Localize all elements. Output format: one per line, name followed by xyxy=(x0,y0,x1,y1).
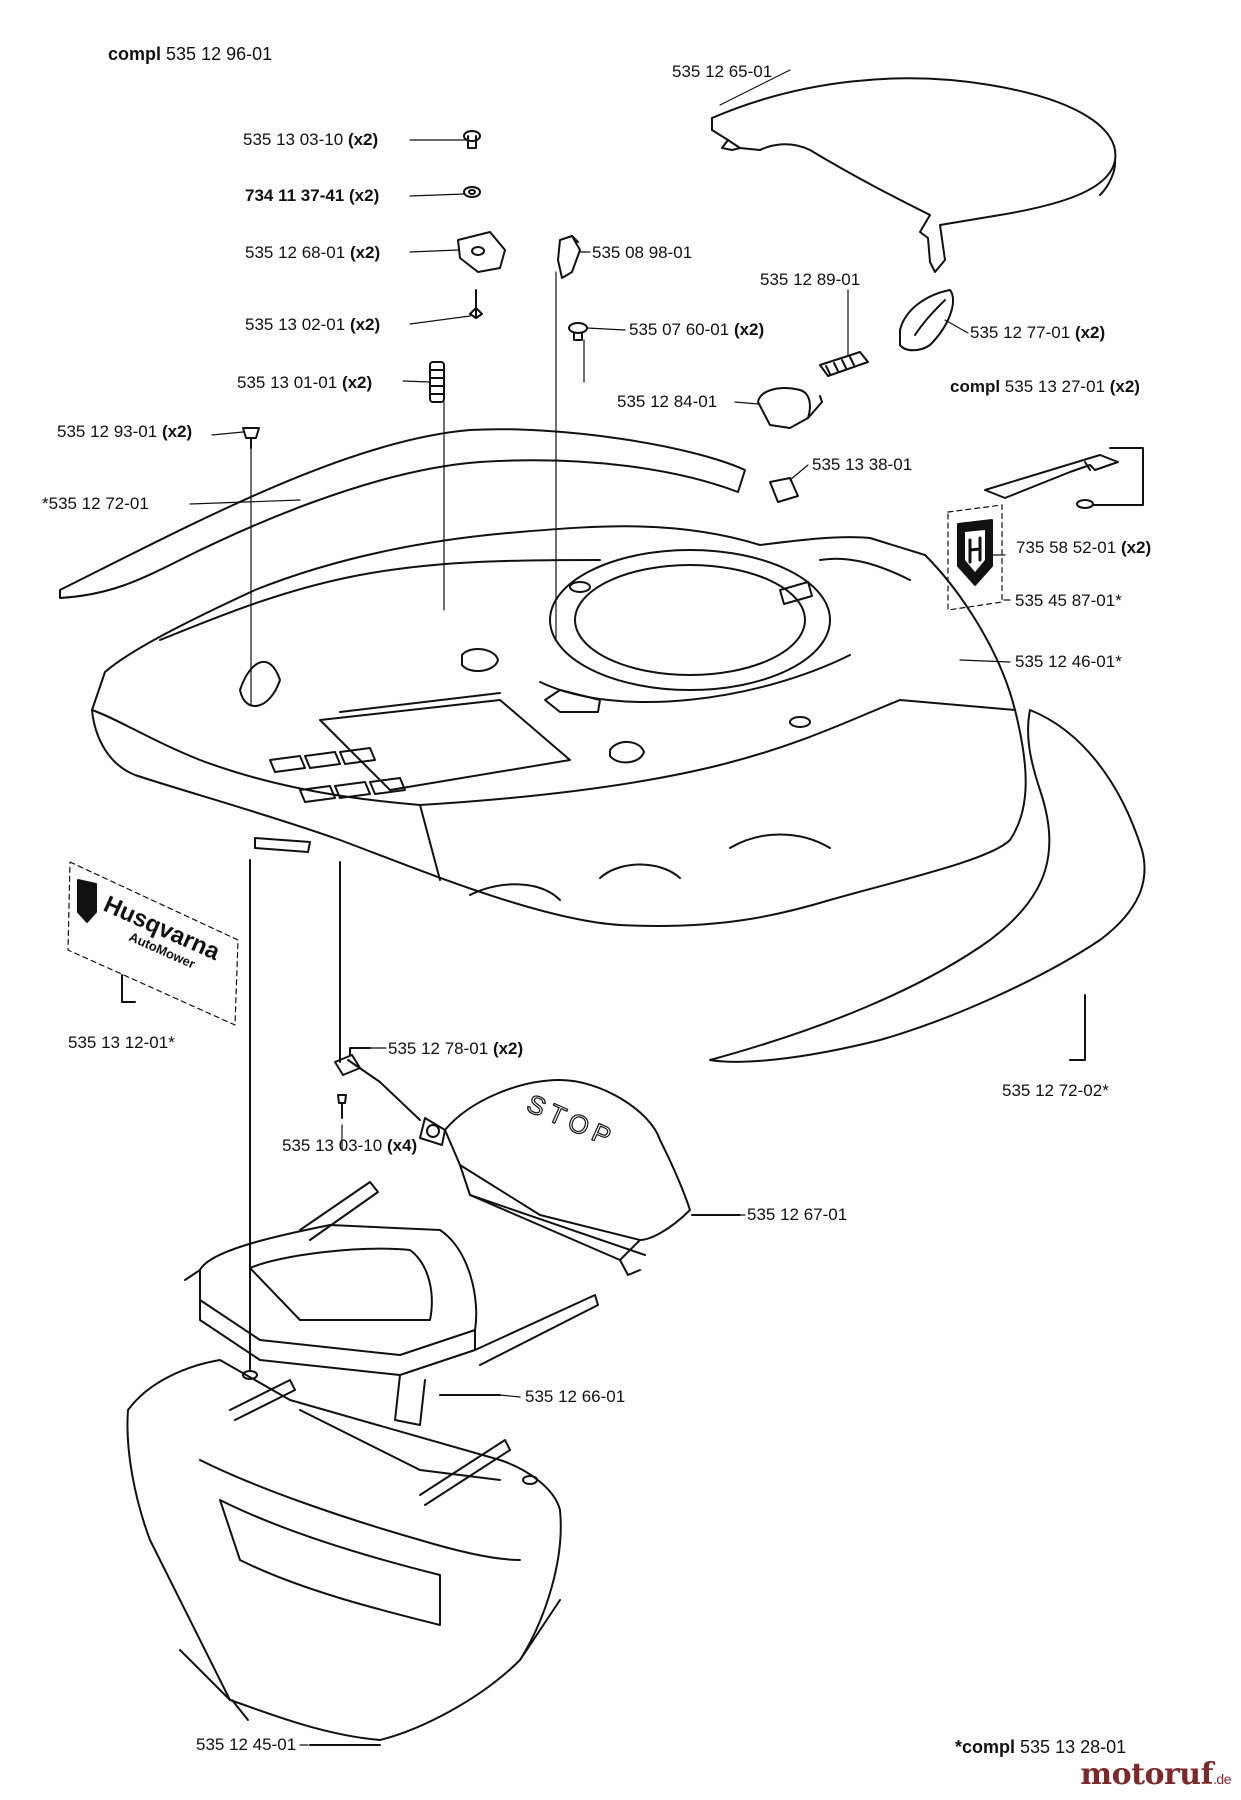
part-number: 535 45 87-01* xyxy=(1015,591,1122,610)
part-number: 535 12 93-01 xyxy=(57,422,158,441)
logo-decal-shield xyxy=(947,504,1003,611)
part-number: 535 12 67-01 xyxy=(747,1205,848,1224)
part-label: 535 12 65-01 xyxy=(672,62,772,82)
part-label: 535 13 38-01 xyxy=(812,455,912,475)
part-number: 535 13 02-01 xyxy=(245,315,346,334)
part-qty: (x2) xyxy=(349,315,381,334)
watermark-suffix: .de xyxy=(1213,1771,1231,1787)
part-prefix: compl xyxy=(950,377,1001,396)
part-qty: (x2) xyxy=(349,186,380,205)
part-label: 535 13 03-10 (x4) xyxy=(282,1136,417,1156)
part-number: 535 12 72-02* xyxy=(1002,1081,1109,1100)
part-number: 535 13 38-01 xyxy=(812,455,913,474)
part-label: 535 13 03-10 (x2) xyxy=(243,130,378,150)
bracket-assembly xyxy=(984,447,1144,509)
spring-button xyxy=(757,351,869,429)
right-trim-strip xyxy=(709,709,1146,1063)
screw-part xyxy=(568,322,588,341)
watermark-logo: motoruf.de xyxy=(1080,1757,1231,1792)
part-number: 535 13 27-01 xyxy=(1004,377,1105,396)
stop-decal-text: STOP xyxy=(523,1088,621,1154)
footnote-prefix: *compl xyxy=(955,1737,1016,1757)
part-qty: (x4) xyxy=(386,1136,418,1155)
part-label: 735 58 52-01 (x2) xyxy=(1016,538,1151,558)
part-label: 535 07 60-01 (x2) xyxy=(629,320,764,340)
clip-part xyxy=(557,235,581,279)
part-number: 535 13 03-10 xyxy=(243,130,344,149)
part-label: 535 12 84-01 xyxy=(617,392,717,412)
top-cover-lid xyxy=(711,77,1117,273)
part-number: 535 12 89-01 xyxy=(760,270,861,289)
part-number: 535 07 60-01 xyxy=(629,320,730,339)
part-number: 735 58 52-01 xyxy=(1016,538,1117,557)
part-qty: (x2) xyxy=(341,373,373,392)
part-number: 535 12 45-01 xyxy=(196,1735,297,1754)
bottom-bumper xyxy=(126,859,562,1746)
part-qty: (x2) xyxy=(161,422,193,441)
assembly-label: compl 535 12 96-01 xyxy=(108,44,272,64)
part-label: *535 12 72-01 xyxy=(42,494,149,514)
part-number: 734 11 37-41 xyxy=(245,186,345,205)
part-label: 535 12 66-01 xyxy=(525,1387,625,1407)
decal-texts: Husqvarna AutoMower STOP xyxy=(100,891,622,1155)
part-label: 535 13 02-01 (x2) xyxy=(245,315,380,335)
assembly-prefix: compl xyxy=(108,44,162,64)
part-label: 535 13 12-01* xyxy=(68,1033,175,1053)
brand-decal xyxy=(67,861,239,1026)
footnote-label: *compl 535 13 28-01 xyxy=(955,1737,1126,1757)
part-qty: (x2) xyxy=(1074,323,1106,342)
part-label: compl 535 13 27-01 (x2) xyxy=(950,377,1140,397)
part-label: 535 12 68-01 (x2) xyxy=(245,243,380,263)
footnote-number: 535 13 28-01 xyxy=(1020,1737,1127,1757)
part-number: 535 12 66-01 xyxy=(525,1387,626,1406)
part-label: 535 13 01-01 (x2) xyxy=(237,373,372,393)
part-qty: (x2) xyxy=(349,243,381,262)
part-qty: (x2) xyxy=(1109,377,1140,396)
latch-part xyxy=(769,477,799,503)
part-label: 535 12 72-02* xyxy=(1002,1081,1109,1101)
part-label: 535 12 67-01 xyxy=(747,1205,847,1225)
part-number: 535 08 98-01 xyxy=(592,243,693,262)
part-label: 535 12 46-01* xyxy=(1015,652,1122,672)
part-label: 535 12 77-01 (x2) xyxy=(970,323,1105,343)
part-number: 535 12 68-01 xyxy=(245,243,346,262)
part-number: 535 12 84-01 xyxy=(617,392,718,411)
stop-clip-screws xyxy=(334,861,371,1119)
leader-lines xyxy=(189,69,1011,1746)
top-screw-stack xyxy=(242,130,506,449)
part-number: 535 12 65-01 xyxy=(672,62,773,81)
part-number: 535 13 01-01 xyxy=(237,373,338,392)
main-body-cover xyxy=(91,525,1027,927)
part-qty: (x2) xyxy=(347,130,379,149)
part-label: 535 12 45-01 xyxy=(196,1735,296,1755)
handle-cover xyxy=(184,1181,599,1426)
assembly-number: 535 12 96-01 xyxy=(166,44,273,64)
part-qty: (x2) xyxy=(733,320,765,339)
watermark-main: motoruf xyxy=(1080,1757,1214,1792)
part-qty: (x2) xyxy=(1120,538,1152,557)
part-label: 535 45 87-01* xyxy=(1015,591,1122,611)
part-number: 535 12 46-01* xyxy=(1015,652,1122,671)
part-number: 535 12 77-01 xyxy=(970,323,1071,342)
part-qty: (x2) xyxy=(492,1039,524,1058)
part-label: 535 12 78-01 (x2) xyxy=(388,1039,523,1059)
left-trim-strip xyxy=(59,428,746,599)
part-label: 734 11 37-41 (x2) xyxy=(245,186,379,206)
part-number: 535 13 12-01* xyxy=(68,1033,175,1052)
part-label: 535 12 93-01 (x2) xyxy=(57,422,192,442)
part-label: 535 08 98-01 xyxy=(592,243,692,263)
part-number: 535 13 03-10 xyxy=(282,1136,383,1155)
hinge-part xyxy=(899,289,955,352)
part-label: 535 12 89-01 xyxy=(760,270,860,290)
part-number: 535 12 78-01 xyxy=(388,1039,489,1058)
part-number: *535 12 72-01 xyxy=(42,494,149,513)
